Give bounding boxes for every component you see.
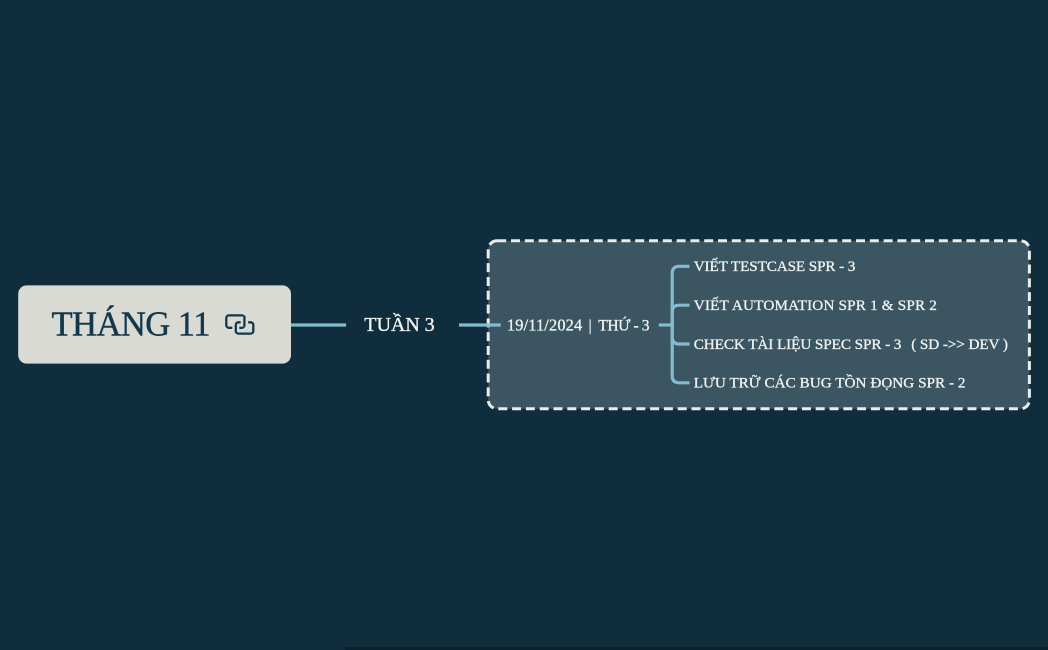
- svg-text:CHECK TÀI LIỆU SPEC SPR - 3: CHECK TÀI LIỆU SPEC SPR - 3: [694, 336, 902, 353]
- svg-text:19/11/2024: 19/11/2024: [507, 316, 582, 335]
- svg-text:VIẾT TESTCASE SPR - 3: VIẾT TESTCASE SPR - 3: [694, 258, 856, 275]
- svg-text:LƯU TRỮ CÁC BUG TỒN ĐỌNG SPR -: LƯU TRỮ CÁC BUG TỒN ĐỌNG SPR - 2: [694, 374, 966, 392]
- svg-text:THÁNG 11: THÁNG 11: [52, 306, 211, 344]
- svg-text:VIẾT AUTOMATION SPR 1 & SPR 2: VIẾT AUTOMATION SPR 1 & SPR 2: [694, 297, 937, 314]
- svg-text:THỨ - 3: THỨ - 3: [598, 318, 650, 335]
- svg-text:TUẦN 3: TUẦN 3: [364, 312, 434, 336]
- svg-text:|: |: [589, 318, 592, 335]
- svg-text:( SD ->> DEV ): ( SD ->> DEV ): [911, 336, 1008, 353]
